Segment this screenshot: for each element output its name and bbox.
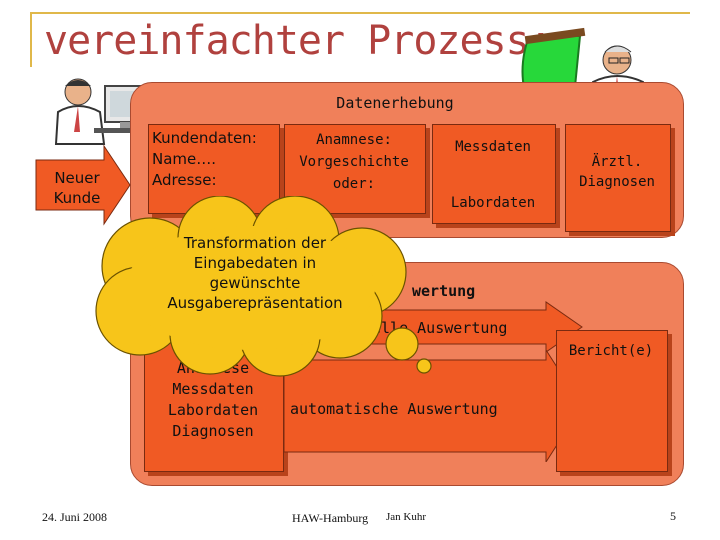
aerztl-diagnosen-text: Ärztl. Diagnosen [579, 154, 655, 190]
neuer-kunde-arrow [35, 144, 131, 226]
slide-title: vereinfachter Prozess: [44, 18, 553, 64]
messdaten-label: Messdaten [455, 139, 531, 155]
footer-author: Jan Kuhr [386, 511, 427, 523]
cloud-text: Transformation der Eingabedaten in gewün… [167, 234, 343, 312]
title-rule-left [30, 12, 32, 67]
bericht-label: Bericht(e) [568, 343, 654, 359]
footer-date: 24. Juni 2008 [42, 510, 108, 524]
footer-page-number: 5 [670, 509, 676, 523]
thought-cloud [95, 196, 432, 377]
bericht-box [556, 330, 668, 472]
kundendaten-text: Kundendaten: Name…. Adresse: [152, 129, 257, 189]
title-rule-top [30, 12, 690, 14]
messdaten-box [432, 124, 556, 224]
aerztl-diagnosen-box [565, 124, 671, 232]
man-at-computer-illustration [54, 78, 152, 145]
automatische-auswertung-label: automatische Auswertung [290, 400, 498, 418]
neuer-kunde-label: Neuer Kunde [53, 169, 101, 207]
anamnese-text: Anamnese: Vorgeschichte oder: [299, 132, 409, 192]
auswertung-label: wertung [412, 282, 476, 300]
footer-org: HAW-Hamburg [292, 511, 369, 525]
labordaten-label: Labordaten [450, 195, 536, 211]
datenerhebung-label: Datenerhebung [336, 94, 454, 112]
